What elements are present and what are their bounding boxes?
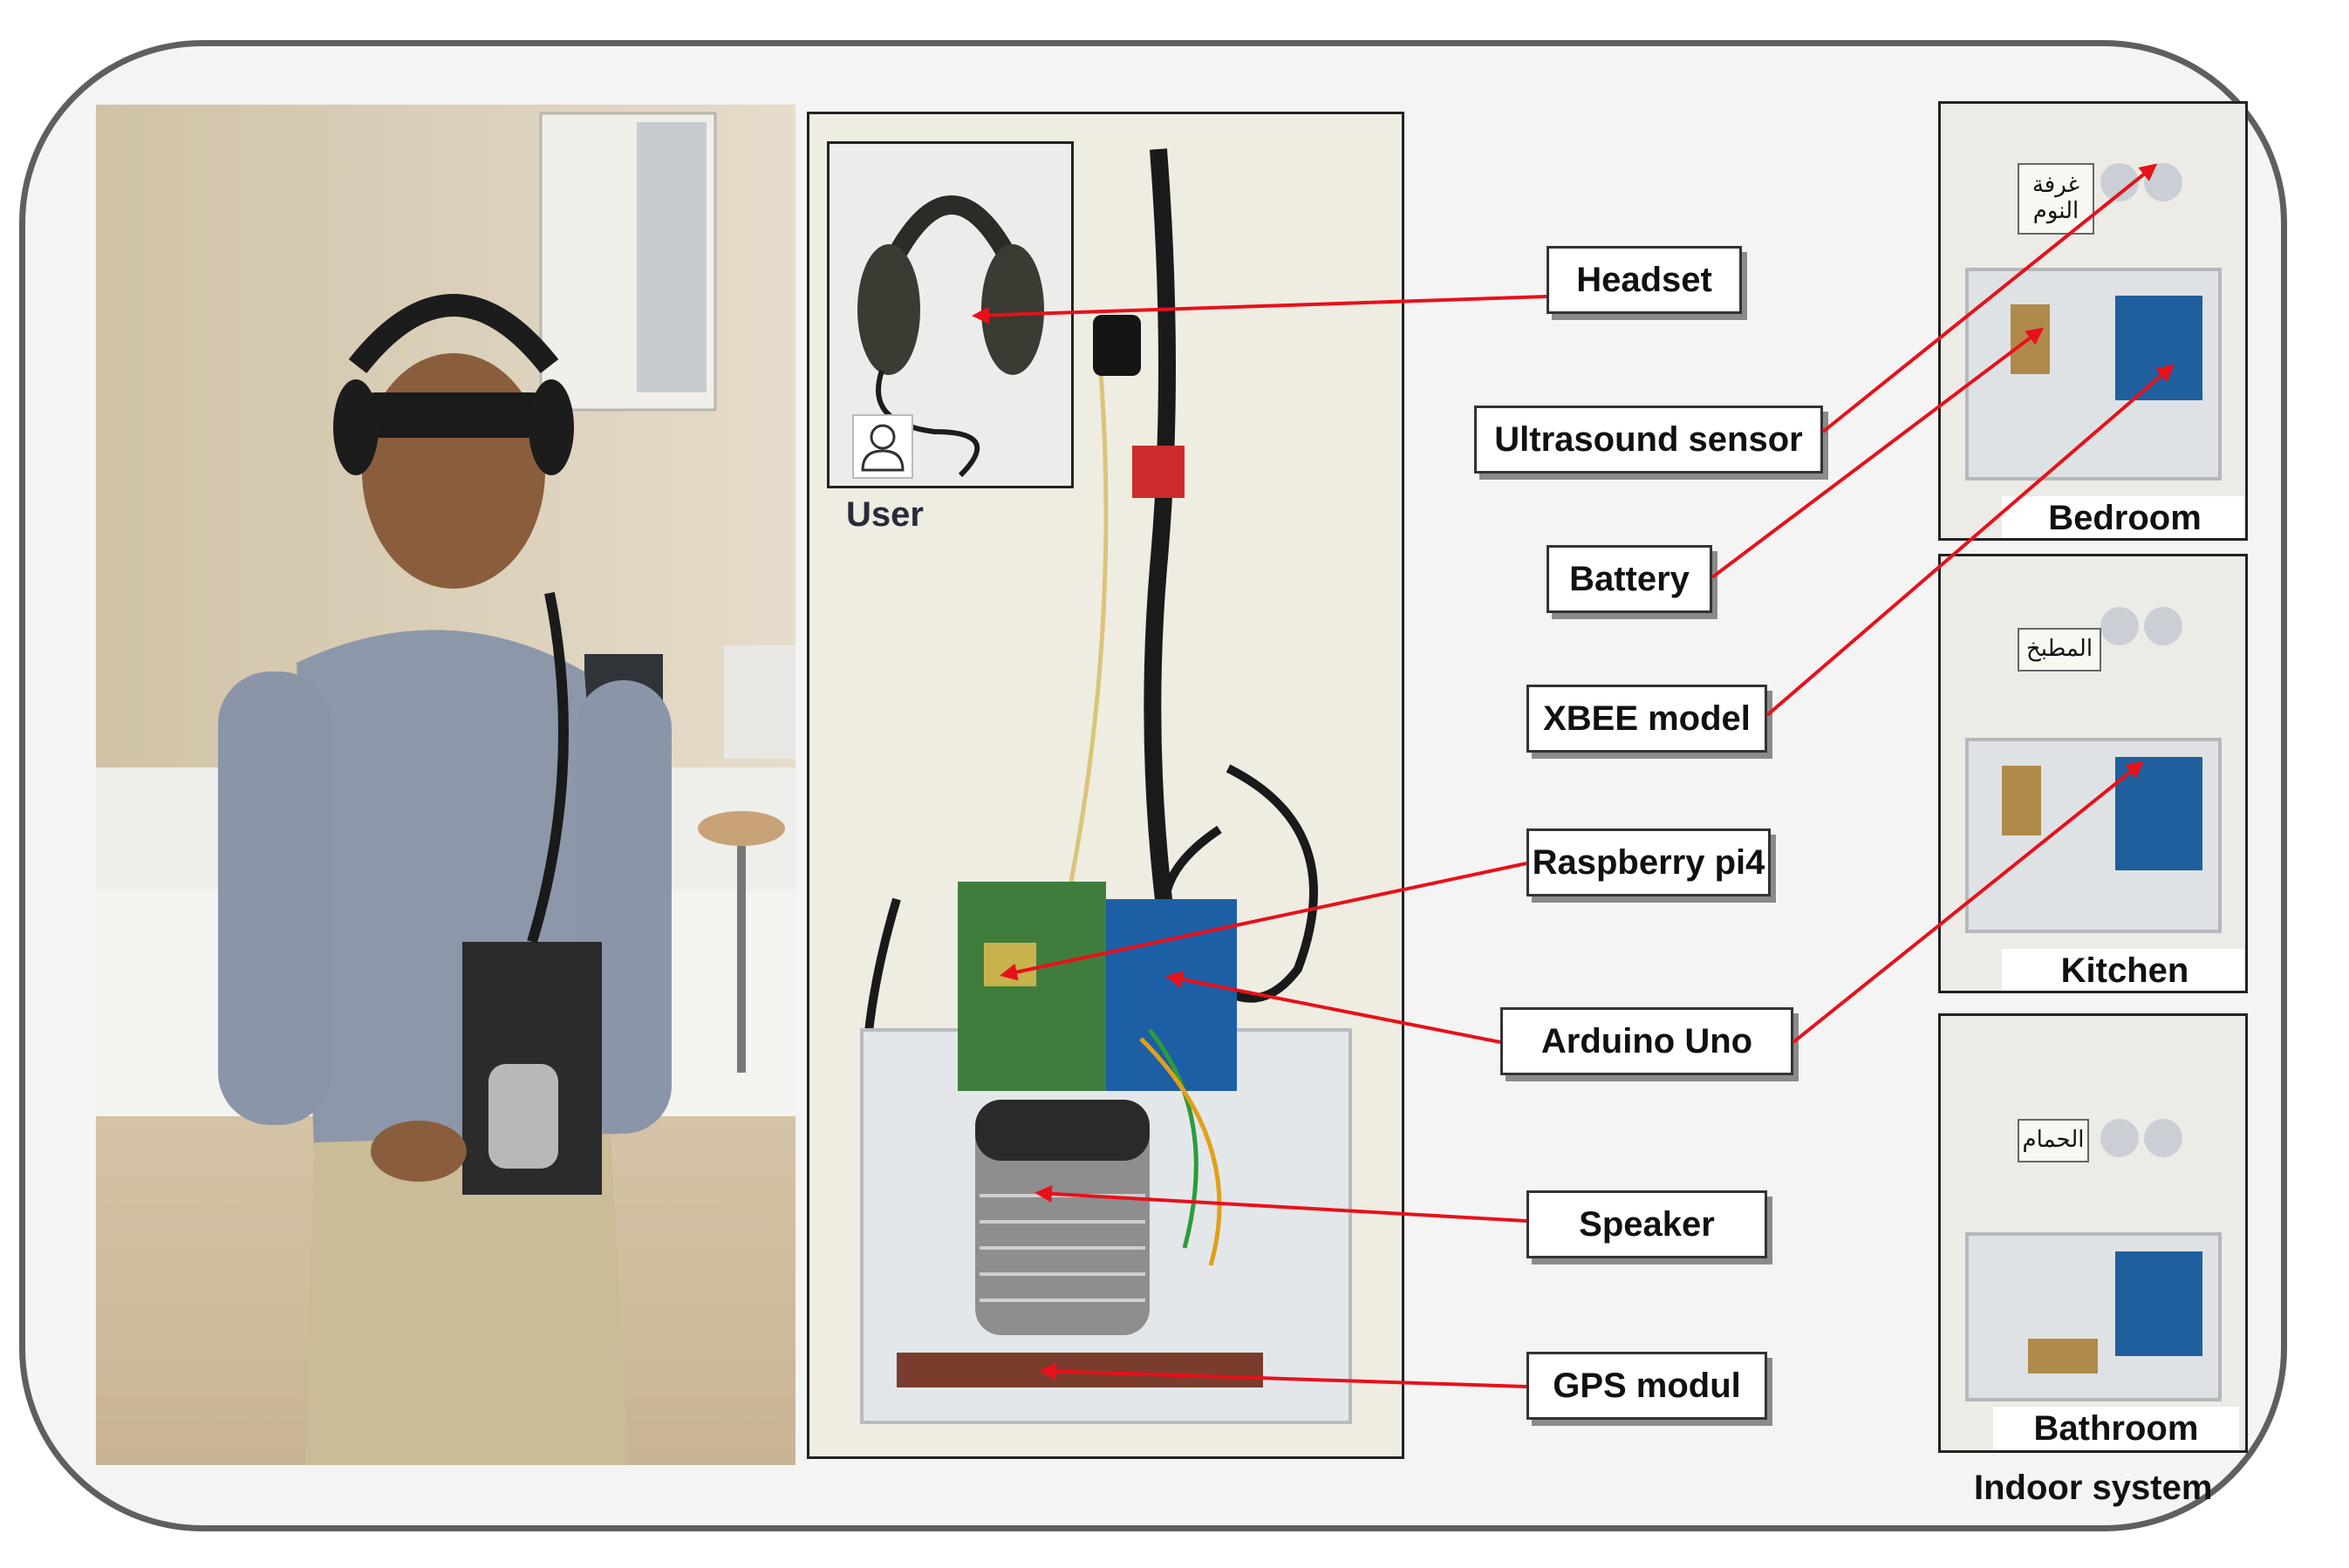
headset-label: Headset xyxy=(1547,246,1742,314)
bedroom-caption: Bedroom xyxy=(2002,496,2245,538)
battery-label: Battery xyxy=(1547,545,1712,613)
gps-modul-label: GPS modul xyxy=(1526,1352,1767,1420)
bedroom-sign: غرفة النوم xyxy=(2018,163,2094,235)
raspberry-pi4-label: Raspberry pi4 xyxy=(1526,828,1771,896)
person-photo xyxy=(96,105,796,1465)
bathroom-photo: الحمام Bathroom xyxy=(1938,1013,2248,1453)
headset-inset xyxy=(827,141,1074,488)
bedroom-photo: غرفة النوم Bedroom xyxy=(1938,101,2248,541)
arduino-uno-label: Arduino Uno xyxy=(1500,1007,1793,1075)
bathroom-sign: الحمام xyxy=(2018,1119,2089,1162)
kitchen-caption: Kitchen xyxy=(2002,949,2245,991)
ultrasound-sensor-label: Ultrasound sensor xyxy=(1474,406,1823,474)
kitchen-sign: المطبخ xyxy=(2018,628,2101,672)
speaker-label: Speaker xyxy=(1526,1190,1767,1258)
user-caption: User xyxy=(846,495,924,534)
user-icon xyxy=(852,414,913,479)
kitchen-photo: المطبخ Kitchen xyxy=(1938,554,2248,993)
bathroom-caption: Bathroom xyxy=(1993,1407,2239,1450)
indoor-system-caption: Indoor system xyxy=(1974,1469,2213,1507)
xbee-model-label: XBEE model xyxy=(1526,685,1767,753)
